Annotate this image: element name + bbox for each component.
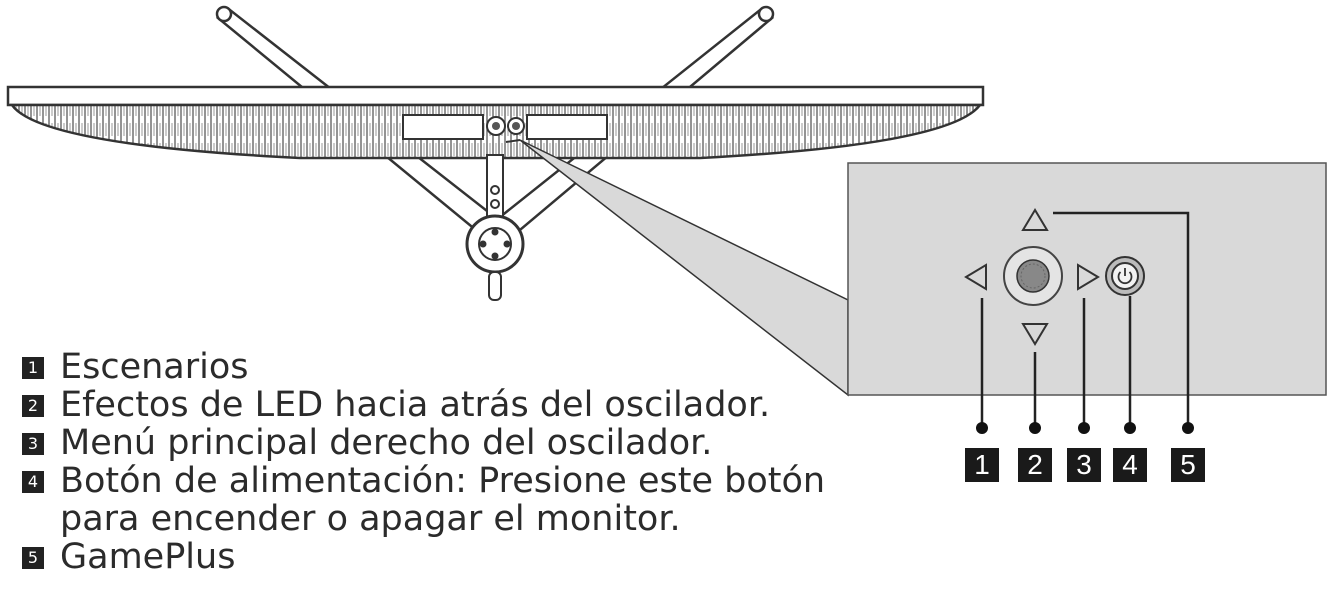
legend-item-3: 3 Menú principal derecho del oscilador. xyxy=(22,424,825,462)
legend-number: 3 xyxy=(22,433,44,455)
left-triangle-icon xyxy=(964,263,987,291)
legend-item-1: 1 Escenarios xyxy=(22,348,825,386)
legend-item-5: 5 GamePlus xyxy=(22,538,825,576)
control-panel-zoom xyxy=(847,162,1327,434)
leader-lines xyxy=(980,211,1190,428)
legend-text: Botón de alimentación: Presione este bot… xyxy=(60,461,826,539)
legend-text: Efectos de LED hacia atrás del oscilador… xyxy=(60,385,771,425)
legend-number: 2 xyxy=(22,395,44,417)
legend-number: 5 xyxy=(22,547,44,569)
monitor-body xyxy=(6,85,985,160)
up-triangle-icon xyxy=(1021,208,1049,231)
legend-number: 1 xyxy=(22,357,44,379)
callout-5: 5 xyxy=(1171,448,1205,482)
callout-3: 3 xyxy=(1067,448,1101,482)
joystick-icon xyxy=(1003,246,1063,306)
callout-1: 1 xyxy=(965,448,999,482)
callout-4: 4 xyxy=(1113,448,1147,482)
leader-dots xyxy=(976,422,1194,434)
legend-item-2: 2 Efectos de LED hacia atrás del oscilad… xyxy=(22,386,825,424)
legend-item-4: 4 Botón de alimentación: Presione este b… xyxy=(22,462,825,538)
down-triangle-icon xyxy=(1021,323,1049,346)
right-triangle-icon xyxy=(1077,263,1100,291)
stand-mount xyxy=(465,154,525,301)
legend-list: 1 Escenarios 2 Efectos de LED hacia atrá… xyxy=(22,348,825,576)
power-icon xyxy=(1105,256,1145,296)
callout-2: 2 xyxy=(1018,448,1052,482)
legend-number: 4 xyxy=(22,471,44,493)
legend-text: Menú principal derecho del oscilador. xyxy=(60,423,713,463)
legend-text: Escenarios xyxy=(60,347,249,387)
legend-text: GamePlus xyxy=(60,537,236,577)
